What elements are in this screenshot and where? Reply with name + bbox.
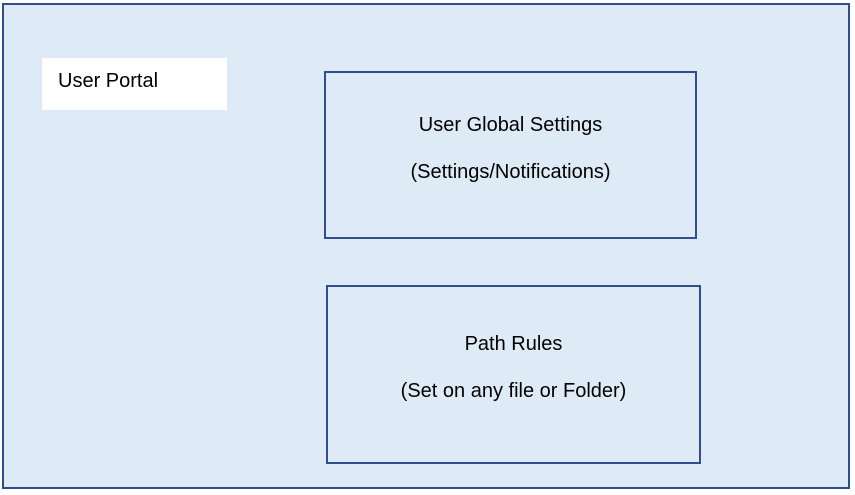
path-rules-title: Path Rules xyxy=(464,333,563,355)
path-rules-box: Path Rules (Set on any file or Folder) xyxy=(326,285,701,464)
user-global-settings-title: User Global Settings xyxy=(418,114,603,136)
path-rules-subtitle: (Set on any file or Folder) xyxy=(400,380,627,402)
user-global-settings-subtitle: (Settings/Notifications) xyxy=(410,161,611,183)
user-portal-label: User Portal xyxy=(42,58,227,110)
user-global-settings-box: User Global Settings (Settings/Notificat… xyxy=(324,71,697,239)
